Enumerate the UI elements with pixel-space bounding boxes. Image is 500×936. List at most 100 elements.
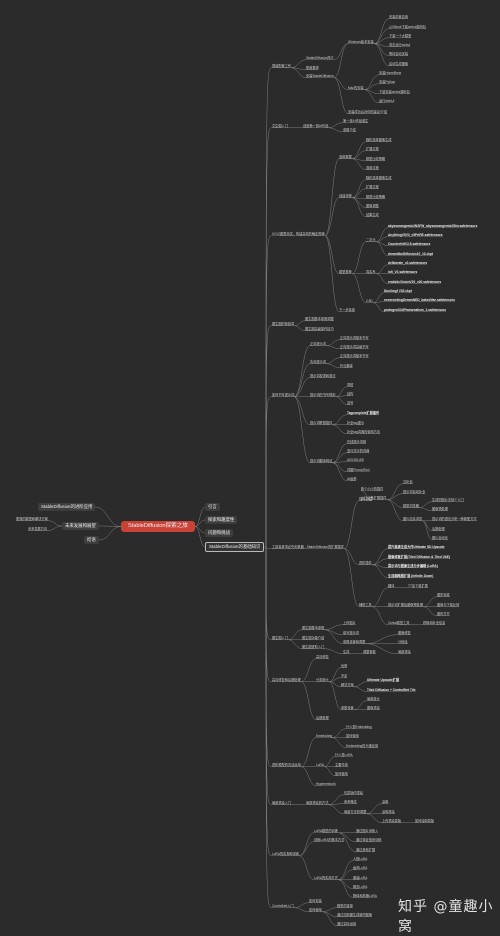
spine-s2-title (265, 127, 273, 548)
s10-a-1: 仅蒙版内重绘 (344, 791, 364, 795)
s1-b: 安装StableDiffusion (306, 74, 334, 78)
s11-b-3: 服装LoRA (353, 876, 368, 880)
main-branch-basics[interactable]: StableDiffusion的基础知识 (205, 542, 265, 552)
root-node[interactable]: StableDiffusion探索之旅 (121, 521, 195, 532)
link-s7-title-s7-3 (287, 639, 303, 649)
s7-i1-1: 上传图片 (343, 621, 356, 625)
s1-win: Windows版本安装 (348, 40, 374, 44)
s2-a-1: 第一张AI作品诞生 (343, 119, 369, 123)
s3-c-g1-3: CounterfeitV2.5.safetensors (388, 242, 431, 246)
link-s5-title-s5-c (293, 377, 311, 397)
s9-c: Hypernetwork (316, 782, 336, 786)
link-s6-b-s6-b-2 (371, 558, 389, 565)
left-node-future[interactable]: 未来发展和展望 (62, 522, 99, 530)
s5-e: 提示词联想插件 (310, 421, 333, 425)
link-s6-c-3-s6-c-6 (422, 606, 438, 616)
spine-s7-title (265, 546, 273, 640)
link-s6-c-s6-c-1 (371, 587, 389, 607)
s2-title: 文生图入门 (272, 124, 288, 128)
s9-title: 进阶模型的灵活运用 (272, 763, 301, 767)
s3-b-5: 结果生成 (366, 213, 379, 217)
s6-b-4: 生成缩略图扩展 (Infinite Zoom) (388, 574, 434, 578)
link-s1-mac-s1-mac-4 (363, 89, 380, 103)
s3-c-g3-2: neverendingDreamNED_bakedVae.safetensors (384, 298, 455, 302)
s9-b-2: 主要作用 (335, 763, 348, 767)
s10-a-2: 参考概念 (344, 800, 357, 804)
s10-a-3: 局部方法的调整 (344, 810, 367, 814)
s12-b-2: 通过控制图生成新的图像 (337, 913, 373, 917)
left-node-app[interactable]: StableDiffusion的进阶应用 (38, 503, 96, 511)
link-s12-title-s12-b (293, 907, 310, 912)
s6-a2-3: 模型浏览器 (403, 504, 419, 508)
s10-a-6: 上传重绘蒙版 (382, 819, 402, 823)
link-s3-a-s3-a-4 (351, 158, 367, 170)
s6-a2-1: 汉化包 (403, 480, 413, 484)
left-node-summary[interactable]: 结语 (84, 536, 99, 544)
s3-b-4: 图像调整 (366, 204, 379, 208)
s6-c-5: 图像与下载比较 (437, 603, 460, 607)
s1-other: 安装成功后对你的建议/介绍 (348, 110, 388, 114)
s8-a1: 分割放大 (316, 678, 329, 682)
s5-f-4: 词图PromptTool (347, 468, 370, 472)
spine-s1-title (265, 67, 273, 548)
s6-c-6: 图形打开 (437, 612, 450, 616)
link-s5-title-s5-a (293, 345, 311, 397)
link-s9-b-s9-b-3 (323, 766, 336, 776)
s11-a2-3: 通过其他扩展 (356, 848, 376, 852)
link-s11-b-s11-b-5 (337, 879, 354, 898)
s10-title: 局部重绘入门 (272, 801, 292, 805)
s3-c-g3-3: protogenX34Photorealism_1.safetensors (384, 308, 446, 312)
s6-a2-2: 提示词自动补全 (403, 490, 426, 494)
s5-a: 正向提示词 (310, 342, 326, 346)
s7-i1-4: 生成 (343, 650, 350, 654)
s5-f-1: 在线提示词网 (347, 440, 367, 444)
s8-b: 后期处理 (316, 716, 329, 720)
s6-a2-label: 入门必备扩展插件 (361, 496, 387, 500)
link-s3-c-group3-s3-c-g3-3 (372, 302, 385, 312)
link-left-node-future-future-child-2 (46, 525, 63, 531)
link-s9-title-s9-c (300, 766, 317, 786)
s1-mac-3: 下载安装webui源码包 (379, 90, 410, 94)
link-s10-a-3-s10-a-6 (365, 813, 383, 823)
s7-3: 图生图进阶入门 (302, 645, 325, 649)
s3-c-group3: 2.5D (366, 299, 373, 303)
s9-b: LoRA (316, 763, 324, 767)
s9-a: Embedding (316, 734, 333, 738)
link-s8-a1-3-s8-sol-2 (353, 686, 368, 692)
link-s1-b-s1-win (333, 43, 349, 78)
link-s1-win-s1-win-5 (373, 43, 390, 56)
link-s11-title-s11-b (298, 855, 315, 880)
s5-b: 负向提示词 (310, 360, 326, 364)
s10-a-7: 如何绘制蒙版 (415, 819, 435, 823)
link-s7-3-s7-i1-4 (323, 648, 344, 654)
link-s7-i1-3-s7-i2-3 (364, 643, 399, 654)
link-s9-a-s9-a-1 (331, 728, 347, 738)
spine-s5-title (265, 396, 273, 548)
link-s5-b-s5-b-1 (325, 357, 341, 364)
s7-1: 图生图基本参数 (302, 626, 325, 630)
s9-a-1: 什么是Embedding (346, 725, 372, 729)
s5-b-1: 正向提示词基本书写 (340, 354, 369, 358)
s11-b-1: 人物LoRA (353, 857, 368, 861)
link-s6-b-s6-b-4 (371, 564, 389, 578)
s3-b-3: 模型比较策略 (366, 195, 386, 199)
link-s5-d-s5-d-3 (335, 396, 348, 405)
link-s10-a-s10-a-3 (327, 804, 345, 814)
s8-a1-2: 不足 (341, 674, 348, 678)
s10-a-5: 涂鸦重绘 (382, 810, 395, 814)
link-s3-c-group3-s3-c-g3-2 (372, 301, 385, 303)
main-branch-issues[interactable]: 问题和挑战 (205, 529, 233, 537)
s7-title: 图生图入门 (272, 636, 288, 640)
s5-c: 提示词权重和语法 (310, 374, 336, 378)
link-root-main-branch-issues (194, 526, 206, 534)
s1-win-6: 启动生成图像 (389, 62, 409, 66)
main-branch-explore[interactable]: 探索和趣度性 (205, 516, 238, 524)
main-branch-intro[interactable]: 引言 (205, 503, 220, 511)
link-s6-a2-6-s6-a2-8 (421, 520, 433, 531)
s11-a2-2: 通过特征值来训练 (356, 838, 382, 842)
link-s3-c-group3-s3-c-g3-1 (372, 292, 385, 303)
link-s4-title-s4-2 (293, 325, 306, 331)
link-s5-e-s5-e-1 (331, 414, 348, 425)
link-s7-title-s7-1 (287, 629, 303, 640)
s7-i2-1: 图像修复 (398, 631, 411, 635)
